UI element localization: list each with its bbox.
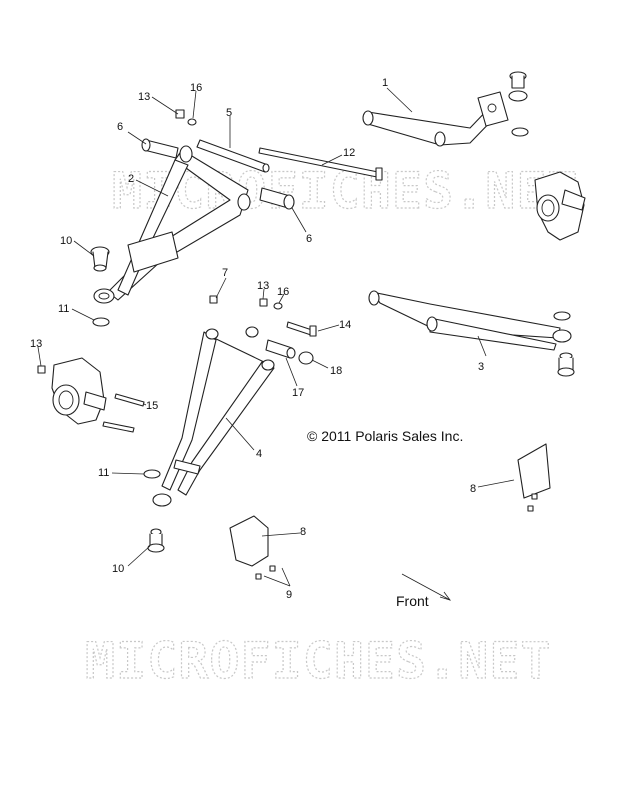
- nut-13-top: [175, 109, 185, 119]
- front-arrow: [401, 573, 452, 601]
- bushing-left-mid: [245, 326, 259, 338]
- snap-ring-left-top: [92, 317, 110, 327]
- callout-18: 18: [330, 365, 342, 377]
- callout-16-mid: 16: [277, 286, 289, 298]
- lower-a-arm-right: [368, 290, 572, 351]
- lower-a-arm-left: [152, 328, 275, 507]
- callout-labels: 1 2 3 4 5 6 6 7 8 8 9 10 10 11 11 12 13 …: [30, 77, 484, 601]
- callout-13-left: 13: [30, 338, 42, 350]
- guard-plate-right: [517, 443, 551, 499]
- nut-7: [209, 295, 218, 304]
- ball-joint-left-lower: [147, 528, 165, 553]
- front-label: Front: [396, 593, 429, 609]
- callout-17: 17: [292, 387, 304, 399]
- copyright-notice: © 2011 Polaris Sales Inc.: [307, 428, 463, 444]
- screw-right-b: [527, 505, 534, 512]
- spindle-left: [51, 357, 107, 425]
- callout-9: 9: [286, 589, 292, 601]
- callout-4: 4: [256, 448, 262, 460]
- snap-ring-top-right: [511, 127, 529, 137]
- callout-10-bottom: 10: [112, 563, 124, 575]
- screw-right-a: [531, 493, 538, 500]
- watermark-bottom: MICROFICHES.NET: [85, 632, 552, 690]
- ball-joint-right-lower: [557, 352, 575, 377]
- spindle-right: [534, 171, 586, 241]
- callout-13-mid: 13: [257, 280, 269, 292]
- callout-3: 3: [478, 361, 484, 373]
- nut-18: [298, 351, 314, 365]
- snap-ring-right-lower: [553, 311, 571, 321]
- upper-a-arm-left: [93, 145, 251, 304]
- ball-joint-left-top: [90, 246, 110, 272]
- pivot-tube-17: [265, 339, 296, 359]
- bolt-12: [258, 147, 383, 181]
- nut-13-mid: [259, 298, 268, 307]
- leader-lines: [37, 87, 515, 587]
- callout-15: 15: [146, 400, 158, 412]
- snap-ring-left-lower: [143, 469, 161, 479]
- pivot-tube-6-top: [141, 138, 179, 159]
- bolt-14: [286, 321, 317, 337]
- watermark-top: MICROFICHES.NET: [112, 162, 579, 220]
- callout-14: 14: [339, 319, 351, 331]
- callout-6-mid: 6: [306, 233, 312, 245]
- callout-13-top: 13: [138, 91, 150, 103]
- callout-11-bottom: 11: [98, 467, 109, 479]
- guard-plate-center: [229, 515, 269, 567]
- washer-16-mid: [273, 302, 283, 310]
- callout-8-right: 8: [470, 483, 476, 495]
- callout-5: 5: [226, 107, 232, 119]
- callout-8-center: 8: [300, 526, 306, 538]
- callout-2: 2: [128, 173, 134, 185]
- callout-7: 7: [222, 267, 228, 279]
- callout-16-top: 16: [190, 82, 202, 94]
- bolt-15: [102, 393, 145, 433]
- callout-6-top: 6: [117, 121, 123, 133]
- callout-10-top: 10: [60, 235, 72, 247]
- callout-1: 1: [382, 77, 388, 89]
- pivot-shaft-5: [196, 139, 270, 173]
- pivot-tube-6-mid: [259, 187, 295, 210]
- callout-11-top: 11: [58, 303, 69, 315]
- screws-9: [255, 565, 276, 580]
- callout-12: 12: [343, 147, 355, 159]
- nut-13-left: [37, 365, 46, 374]
- ball-joint-top-right: [508, 71, 528, 102]
- washer-16-top: [187, 118, 197, 126]
- upper-a-arm-right: [362, 91, 509, 147]
